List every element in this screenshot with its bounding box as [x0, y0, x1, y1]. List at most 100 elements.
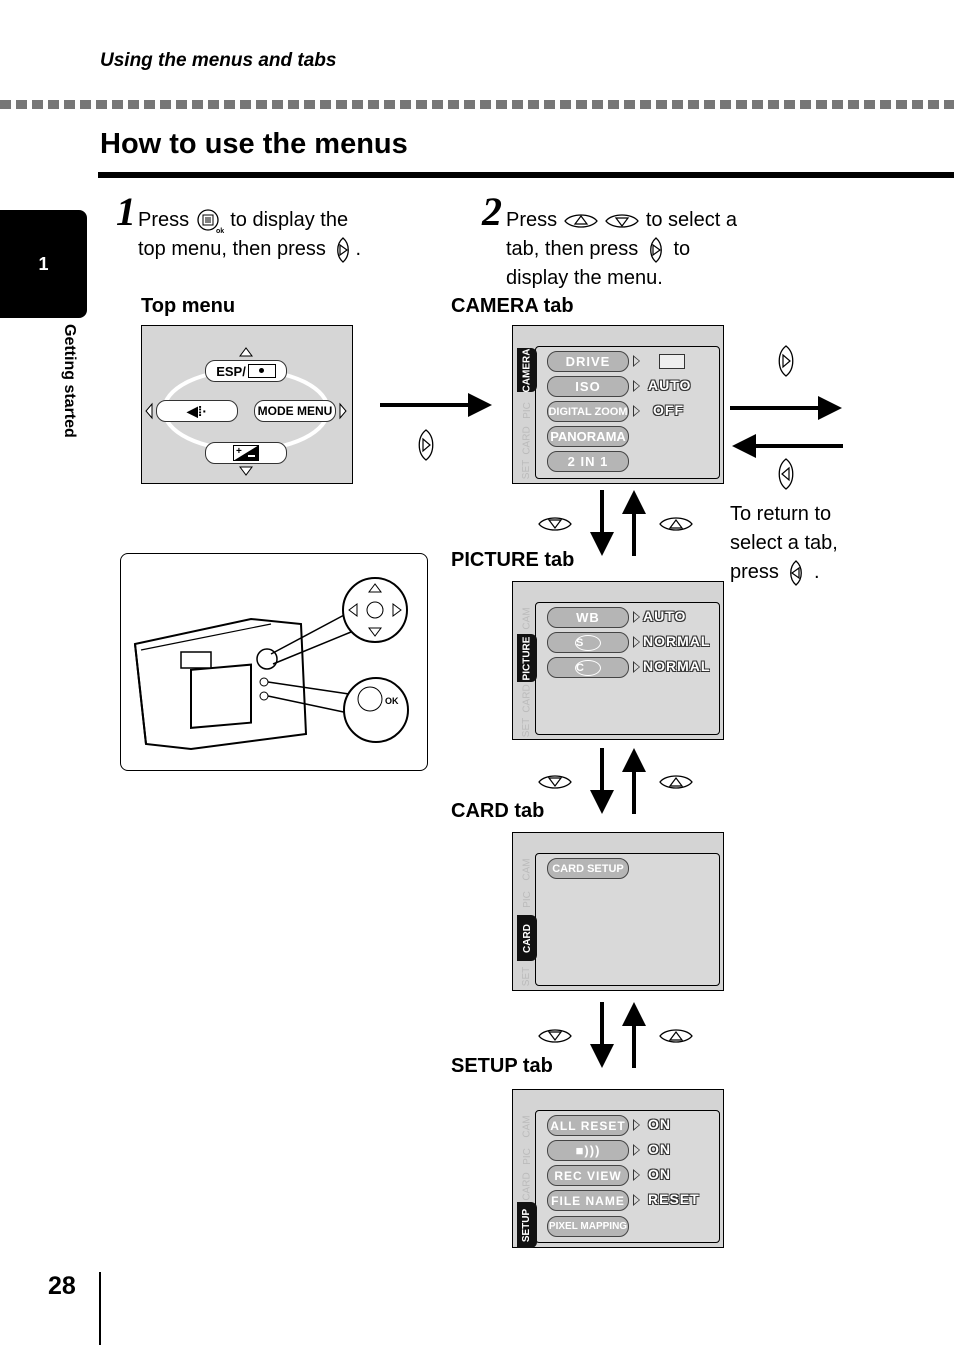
right-arrow-button-icon	[649, 236, 662, 263]
left-arrow-button-icon	[790, 559, 803, 586]
side-tab-picture: PIC	[521, 1147, 533, 1165]
setup-tab-sidebar: CAM PIC CARD SETUP	[517, 1112, 537, 1248]
card-tab-heading: CARD tab	[451, 800, 545, 822]
menu-item-wb: WB	[547, 607, 629, 628]
setup-tab-heading: SETUP tab	[451, 1055, 553, 1077]
step-1-text: Press ok to display the top menu, then p…	[138, 206, 438, 264]
picture-tab-sidebar: CAM PICTURE CARD SET	[517, 604, 537, 737]
step-2-number: 2	[482, 189, 502, 234]
side-tab-camera: CAM	[521, 606, 533, 630]
side-tab-camera: CAM	[521, 1114, 533, 1138]
quality-icon: ◀⁞·	[186, 402, 208, 419]
menu-item-digital-zoom: DIGITAL ZOOM	[547, 401, 629, 422]
digital-zoom-value: OFF	[653, 402, 684, 418]
camera-tab-screen: CAMERA PIC CARD SET DRIVE ISO AUTO DIGIT…	[512, 325, 724, 484]
pointer-icon	[633, 1144, 640, 1156]
camera-illustration: OK	[120, 553, 428, 771]
step-1-number: 1	[116, 189, 136, 234]
side-tab-card: CARD	[521, 425, 533, 455]
side-tab-picture: PICTURE	[517, 634, 537, 682]
exposure-compensation-icon: +	[233, 445, 259, 461]
contrast-icon: C	[575, 659, 601, 676]
side-tab-camera: CAMERA	[517, 348, 537, 392]
pointer-icon	[633, 1119, 640, 1131]
down-arrow-button-icon	[605, 214, 640, 228]
dotted-divider	[0, 100, 954, 109]
side-tab-card: CARD	[521, 1171, 533, 1201]
menu-item-beep: ■)))	[547, 1140, 629, 1161]
pointer-icon	[633, 1194, 640, 1206]
beep-value: ON	[648, 1141, 671, 1157]
side-tab-picture: PIC	[521, 401, 533, 419]
step-2-text: Press to select a tab, then press to dis…	[506, 209, 737, 289]
wb-value: AUTO	[643, 608, 687, 624]
menu-item-sharpness: S	[547, 632, 629, 653]
pointer-icon	[633, 661, 640, 673]
card-tab-screen: CAM PIC CARD SET CARD SETUP	[512, 832, 724, 991]
card-tab-sidebar: CAM PIC CARD SET	[517, 855, 537, 986]
mode-menu-option: MODE MENU	[254, 400, 336, 422]
rec-view-value: ON	[648, 1166, 671, 1182]
side-tab-picture: PIC	[521, 890, 533, 908]
menu-item-iso: ISO	[547, 376, 629, 397]
chapter-label: Getting started	[61, 324, 78, 438]
sharpness-icon: S	[575, 634, 601, 651]
pointer-icon	[633, 355, 640, 367]
exposure-compensation-option: +	[205, 442, 287, 464]
side-tab-card: CARD	[517, 915, 537, 961]
chapter-tab	[0, 210, 87, 318]
side-tab-setup: SET	[521, 966, 533, 986]
picture-tab-screen: CAM PICTURE CARD SET WB AUTO S NORMAL C …	[512, 581, 724, 740]
back-arrow-icon	[732, 434, 843, 458]
esp-label: ESP/	[216, 363, 246, 379]
up-arrow-button-icon	[563, 214, 598, 228]
picture-tab-heading: PICTURE tab	[451, 549, 575, 571]
setup-tab-screen: CAM PIC CARD SETUP ALL RESET ON ■))) ON …	[512, 1089, 724, 1248]
sharpness-value: NORMAL	[643, 633, 711, 649]
menu-item-all-reset: ALL RESET	[547, 1115, 629, 1136]
chapter-number: 1	[38, 253, 49, 274]
top-menu-heading: Top menu	[141, 295, 236, 317]
all-reset-value: ON	[648, 1116, 671, 1132]
camera-tab-heading: CAMERA tab	[451, 295, 574, 317]
right-arrow-button-icon	[337, 236, 350, 263]
menu-item-rec-view: REC VIEW	[547, 1165, 629, 1186]
file-name-value: RESET	[648, 1191, 700, 1207]
page-number-rule	[99, 1272, 101, 1345]
svg-text:+: +	[236, 446, 242, 457]
camera-tab-sidebar: CAMERA PIC CARD SET	[517, 348, 537, 479]
esp-spot-option: ESP/	[205, 360, 287, 382]
camera-body-icon: OK	[133, 577, 409, 751]
pointer-icon	[633, 1169, 640, 1181]
top-menu-screen: ESP/ ◀⁞· MODE MENU +	[141, 325, 353, 484]
left-arrow-button-icon	[778, 458, 794, 490]
side-tab-camera: CAM	[521, 857, 533, 881]
spot-metering-icon	[247, 364, 276, 378]
svg-text:ok: ok	[216, 228, 224, 234]
tab-switch-arrows-icon	[538, 490, 693, 556]
side-tab-card: CARD	[521, 683, 533, 713]
right-arrow-button-icon	[418, 429, 434, 461]
menu-item-2in1: 2 IN 1	[547, 451, 629, 472]
pointer-icon	[633, 611, 640, 623]
section-header: Using the menus and tabs	[100, 50, 337, 71]
right-arrow-button-icon	[778, 345, 794, 377]
iso-value: AUTO	[648, 377, 692, 393]
tab-switch-arrows-icon	[538, 1002, 693, 1068]
page-title: How to use the menus	[100, 128, 408, 160]
pointer-icon	[633, 380, 640, 392]
side-tab-setup: SET	[521, 717, 533, 737]
menu-item-file-name: FILE NAME	[547, 1190, 629, 1211]
tab-switch-arrows-icon	[538, 748, 693, 814]
forward-arrow-icon	[730, 396, 842, 420]
menu-item-panorama: PANORAMA	[547, 426, 629, 447]
side-tab-setup: SETUP	[517, 1202, 537, 1248]
pointer-icon	[633, 636, 640, 648]
single-frame-icon	[659, 354, 685, 369]
pointer-icon	[633, 405, 640, 417]
menu-item-card-setup: CARD SETUP	[547, 858, 629, 879]
title-rule	[98, 172, 954, 178]
menu-item-pixel-mapping: PIXEL MAPPING	[547, 1216, 629, 1237]
menu-item-contrast: C	[547, 657, 629, 678]
quality-option: ◀⁞·	[156, 400, 238, 422]
